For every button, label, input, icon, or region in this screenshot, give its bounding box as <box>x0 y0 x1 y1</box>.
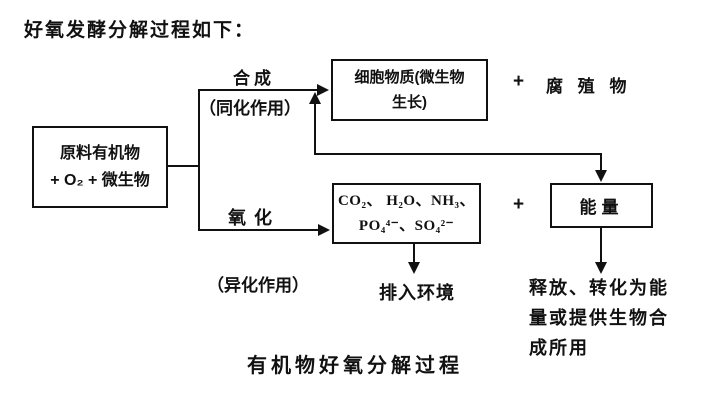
source-box: 原料有机物 + O₂ + 微生物 <box>32 126 168 208</box>
feedback-up-arrowhead-icon <box>309 92 321 104</box>
energy-fate-text: 释放、转化为能 量或提供生物合 成所用 <box>529 273 669 363</box>
energy-top-connector <box>315 153 602 155</box>
oxidation-arrowhead-icon <box>318 224 330 236</box>
energy-box: 能量 <box>550 183 653 228</box>
connector-branch-trunk <box>198 89 200 231</box>
oxidation-arrow-line <box>198 229 321 231</box>
products-line1: CO₂、 H₂O、NH₃、 <box>337 192 476 209</box>
energy-box-label: 能量 <box>579 198 624 217</box>
assimilation-label: （同化作用） <box>199 99 301 118</box>
discharge-arrow-line <box>413 244 415 264</box>
source-box-line2: + O₂ + 微生物 <box>50 172 150 189</box>
humus-label: 腐 殖 物 <box>546 77 632 96</box>
synthesis-label: 合成 <box>233 69 275 88</box>
connector-source-stub <box>166 165 200 167</box>
products-line2: PO₄⁴⁻、SO₄²⁻ <box>358 217 455 234</box>
figure-caption: 有机物好氧分解过程 <box>247 355 463 377</box>
dissimilation-label: （异化作用） <box>207 276 309 295</box>
page-title: 好氧发酵分解过程如下： <box>24 20 256 41</box>
energy-fate-line3: 成所用 <box>529 338 589 358</box>
discharge-arrowhead-icon <box>408 262 420 274</box>
energy-fate-line2: 量或提供生物合 <box>529 308 669 328</box>
energy-fate-arrowhead-icon <box>595 262 607 274</box>
cell-material-line2: 生长) <box>392 94 427 111</box>
energy-fate-arrow-line <box>600 228 602 264</box>
energy-fate-line1: 释放、转化为能 <box>529 278 669 298</box>
energy-in-arrowhead-icon <box>595 170 607 182</box>
discharge-label: 排入环境 <box>379 283 455 303</box>
source-box-line1: 原料有机物 <box>59 145 140 162</box>
plus-energy-sign: + <box>513 194 525 215</box>
products-box: CO₂、 H₂O、NH₃、 PO₄⁴⁻、SO₄²⁻ <box>332 183 481 244</box>
cell-material-line1: 细胞物质(微生物 <box>354 69 465 86</box>
feedback-up-line <box>314 102 316 155</box>
energy-top-elbow <box>600 153 602 172</box>
synthesis-arrow-line <box>198 89 320 91</box>
plus-humus-sign: + <box>513 71 525 92</box>
cell-material-box: 细胞物质(微生物 生长) <box>331 59 488 121</box>
oxidation-label: 氧化 <box>228 208 280 228</box>
